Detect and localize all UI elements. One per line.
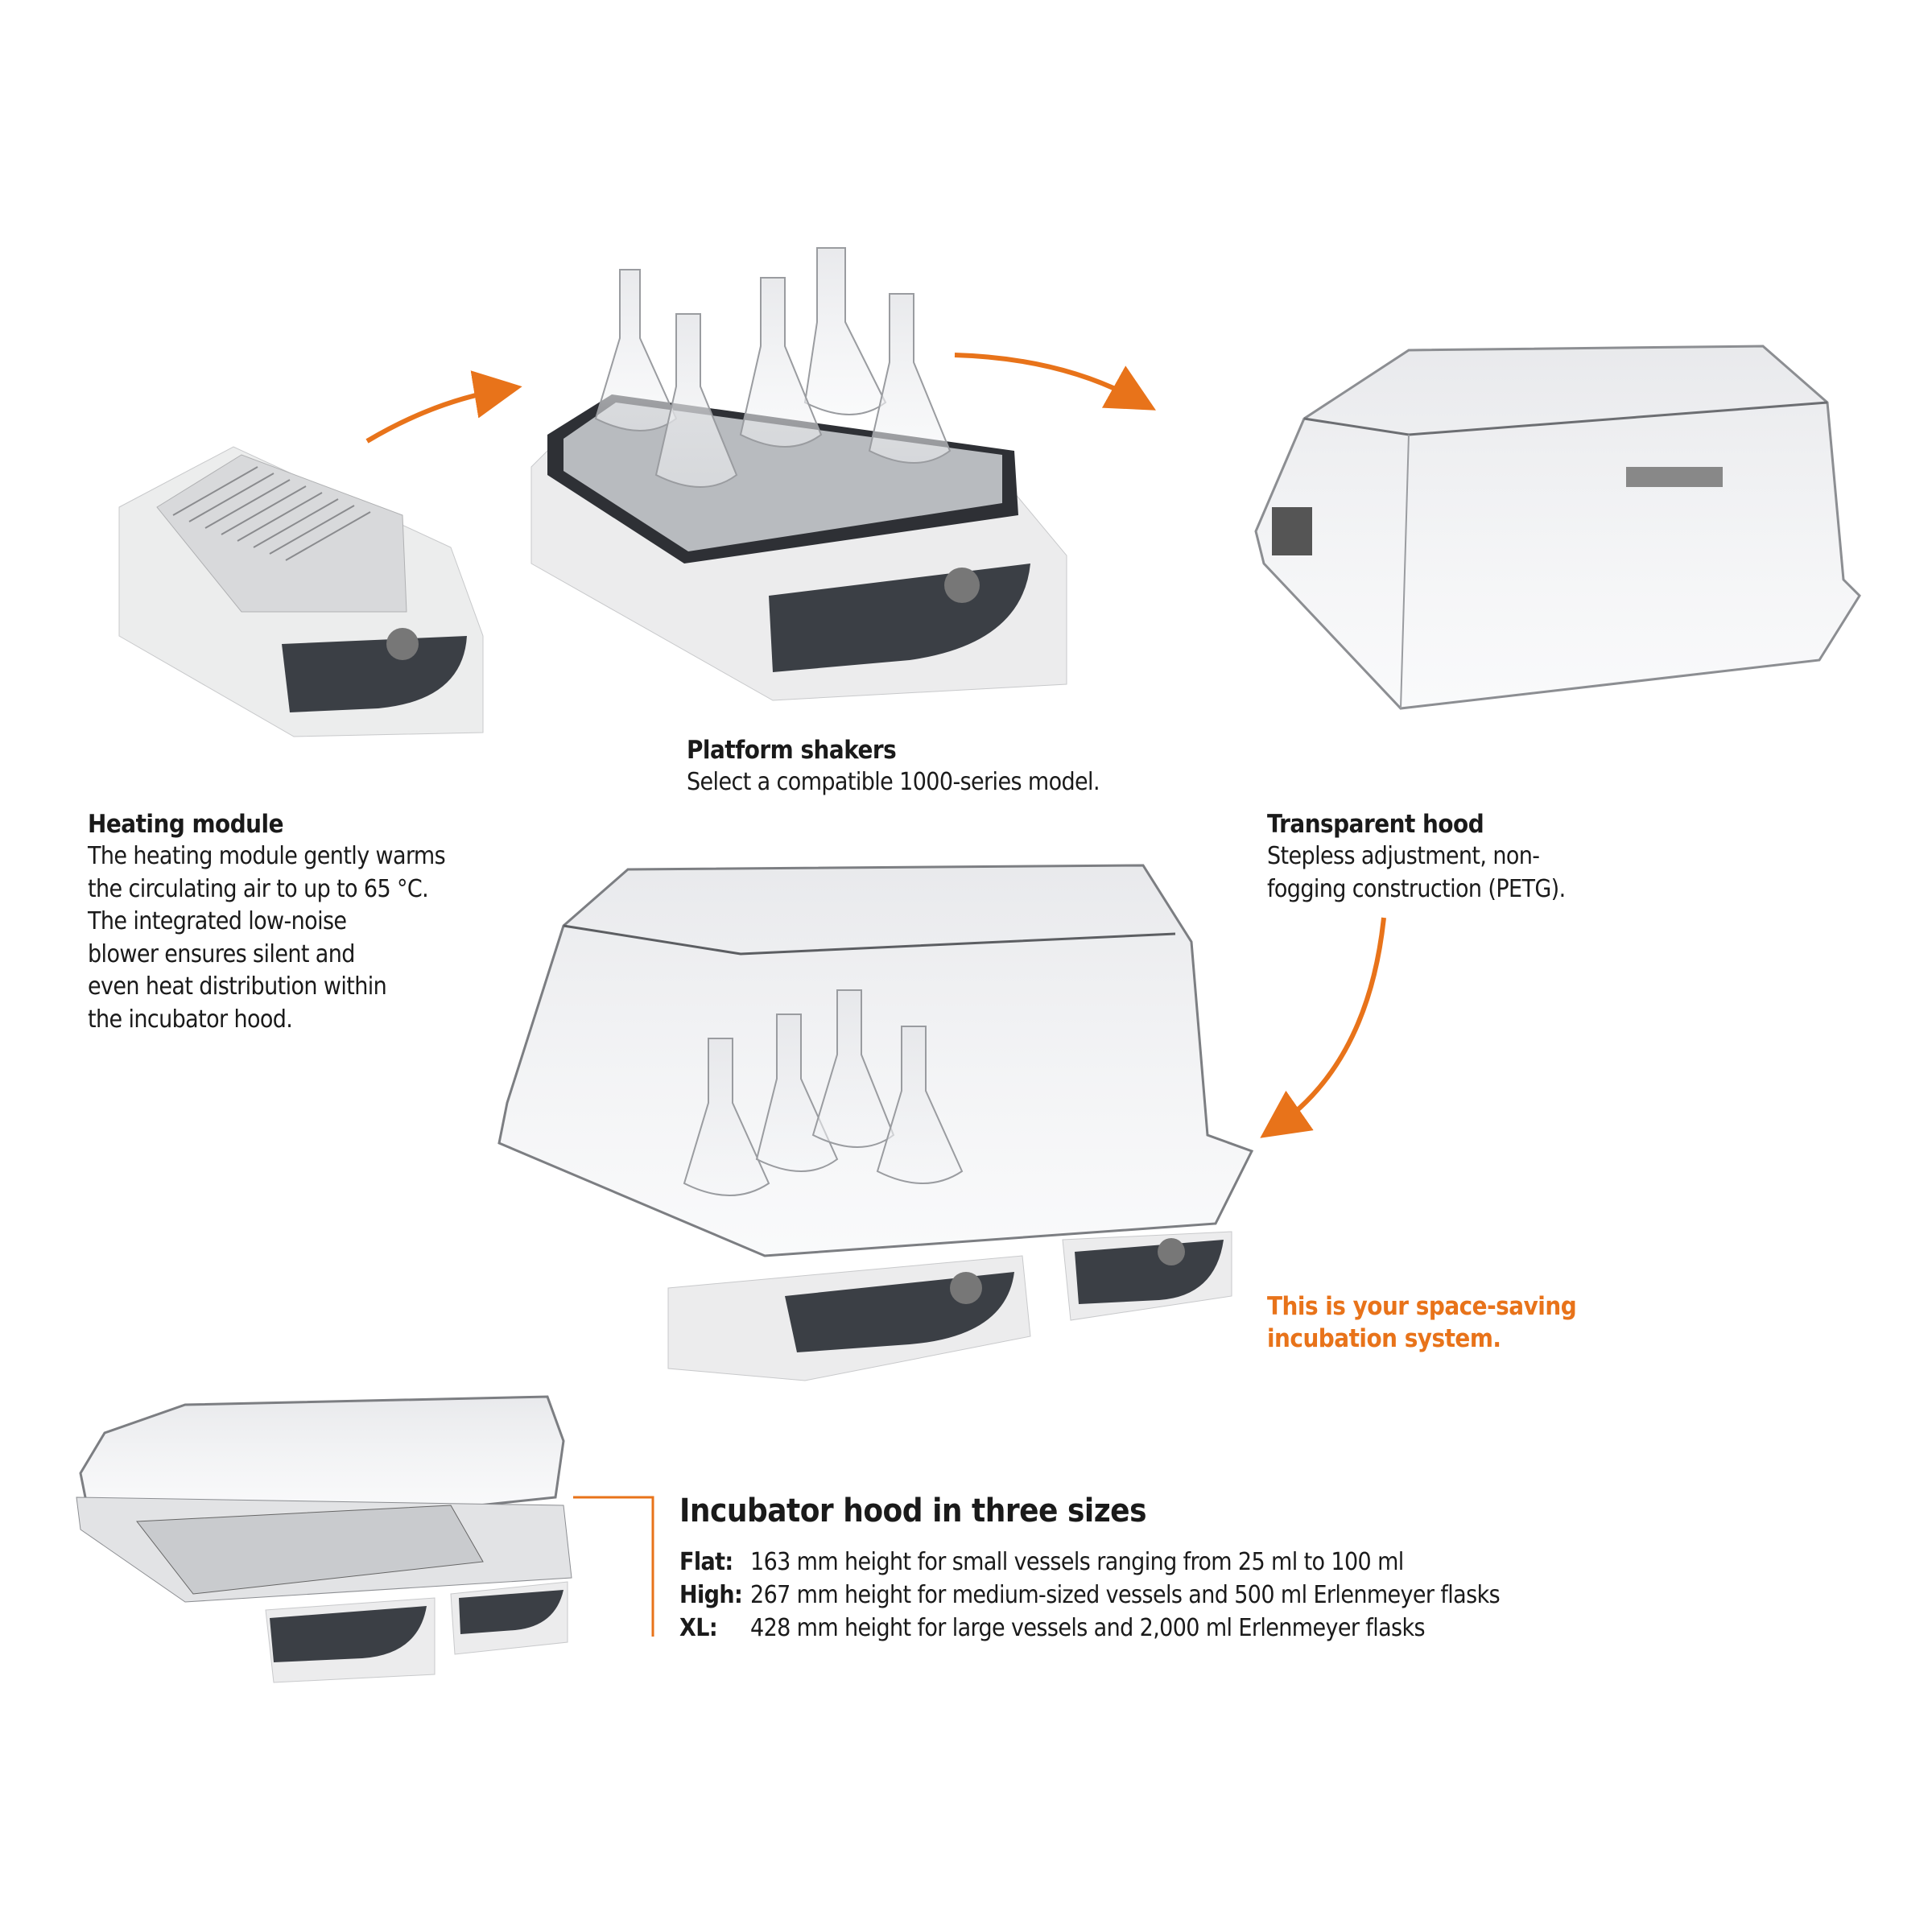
heating-module-line: The integrated low-noise	[88, 907, 347, 935]
transparent-hood-image	[1254, 345, 1861, 710]
heating-module-line: the incubator hood.	[88, 1005, 293, 1034]
arrow-to-shaker	[365, 370, 522, 444]
heating-module-line: The heating module gently warms	[88, 842, 446, 870]
hood-sizes-image	[76, 1395, 572, 1683]
platform-shakers-title: Platform shakers	[687, 736, 897, 765]
heating-module-line: blower ensures silent and	[88, 939, 355, 968]
platform-shakers-text: Select a compatible 1000-series model.	[687, 768, 1100, 796]
platform-shakers-section: Platform shakers Select a compatible 100…	[687, 734, 1100, 799]
size-text: 428 mm height for large vessels and 2,00…	[750, 1614, 1426, 1642]
size-label: High:	[679, 1581, 743, 1609]
size-row-high: High:267 mm height for medium-sized vess…	[679, 1579, 1501, 1612]
highlight-callout: This is your space-saving incubation sys…	[1267, 1290, 1577, 1355]
heating-module-image	[118, 446, 484, 737]
highlight-line: This is your space-saving	[1267, 1292, 1577, 1321]
size-text: 163 mm height for small vessels ranging …	[750, 1548, 1404, 1576]
size-row-xl: XL: 428 mm height for large vessels and 2…	[679, 1612, 1500, 1645]
bracket-line	[573, 1496, 654, 1637]
transparent-hood-section: Transparent hood Stepless adjustment, no…	[1267, 808, 1566, 906]
size-text: 267 mm height for medium-sized vessels a…	[750, 1581, 1501, 1609]
transparent-hood-line: Stepless adjustment, non-	[1267, 842, 1540, 870]
arrow-to-system	[1260, 917, 1386, 1138]
arrow-to-hood	[954, 353, 1156, 411]
heating-module-section: Heating module The heating module gently…	[88, 808, 446, 1036]
platform-shaker-image	[530, 247, 1067, 701]
heating-module-line: even heat distribution within	[88, 972, 387, 1001]
heating-module-line: the circulating air to up to 65 °C.	[88, 874, 429, 903]
size-label: XL:	[679, 1614, 718, 1642]
transparent-hood-title: Transparent hood	[1267, 810, 1484, 839]
hood-sizes-title: Incubator hood in three sizes	[679, 1492, 1147, 1530]
size-row-flat: Flat: 163 mm height for small vessels ran…	[679, 1546, 1500, 1579]
hood-sizes-section: Incubator hood in three sizes Flat: 163 m…	[679, 1491, 1501, 1645]
highlight-line: incubation system.	[1267, 1324, 1501, 1353]
transparent-hood-line: fogging construction (PETG).	[1267, 874, 1566, 903]
incubation-system-image	[497, 864, 1254, 1381]
size-label: Flat:	[679, 1548, 733, 1576]
heating-module-title: Heating module	[88, 810, 284, 839]
